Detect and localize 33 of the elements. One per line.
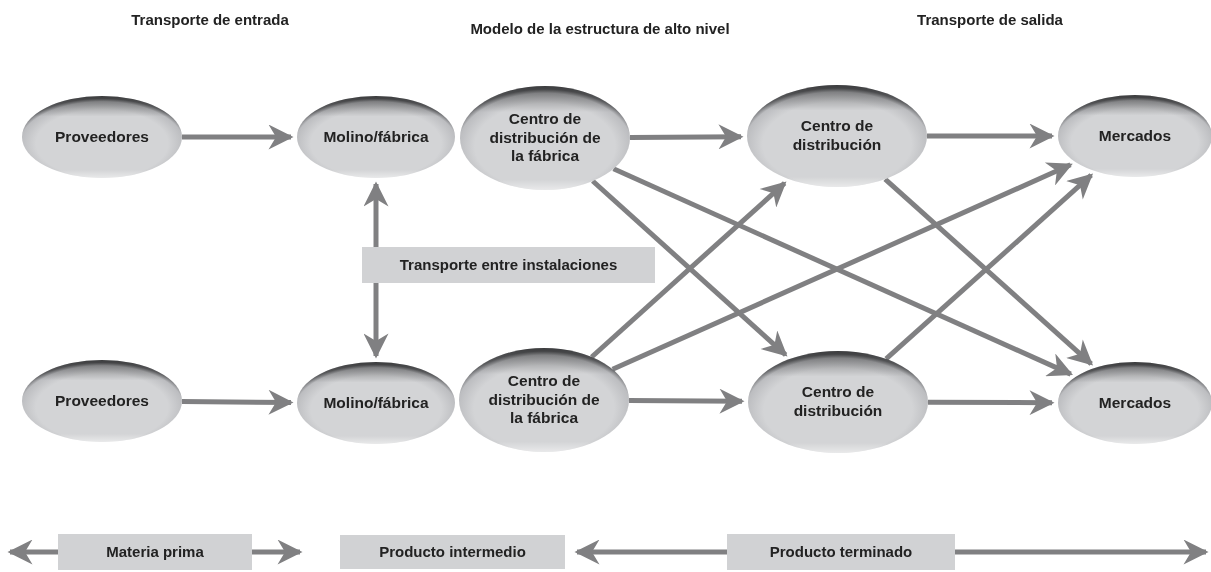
arrow (928, 390, 1055, 416)
arrow (574, 539, 727, 565)
arrow (629, 388, 745, 414)
node-label: Proveedores (54, 127, 150, 147)
arrow (182, 124, 294, 150)
node-label: Mercados (1097, 393, 1173, 413)
node-label: Producto intermedio (378, 543, 527, 561)
label-box (58, 534, 252, 570)
arrow (363, 181, 389, 247)
label-box (362, 247, 655, 283)
node-label: Centro de distribución de la fábrica (488, 110, 602, 166)
node-label: Materia prima (105, 543, 205, 561)
arrow (252, 539, 303, 565)
column-heading: Transporte de salida (916, 10, 1064, 30)
arrow (630, 124, 744, 150)
arrow (927, 123, 1055, 149)
node-label: Centro de distribución (791, 117, 883, 155)
node-label: Molino/fábrica (322, 393, 430, 413)
node-label: Proveedores (54, 391, 150, 411)
node-label: Producto terminado (768, 543, 914, 561)
arrow (7, 539, 58, 565)
arrow (363, 283, 389, 359)
node-label: Transporte entre instalaciones (398, 256, 619, 274)
node-label: Mercados (1097, 126, 1173, 146)
column-heading: Transporte de entrada (130, 10, 290, 30)
label-box (340, 535, 565, 569)
node-label: Molino/fábrica (322, 127, 430, 147)
diagram-title: Modelo de la estructura de alto nivel (469, 20, 731, 37)
arrow (182, 389, 294, 415)
node-label: Centro de distribución de la fábrica (487, 372, 601, 428)
node-label: Centro de distribución (792, 383, 884, 421)
label-box (727, 534, 955, 570)
arrow (955, 539, 1209, 565)
